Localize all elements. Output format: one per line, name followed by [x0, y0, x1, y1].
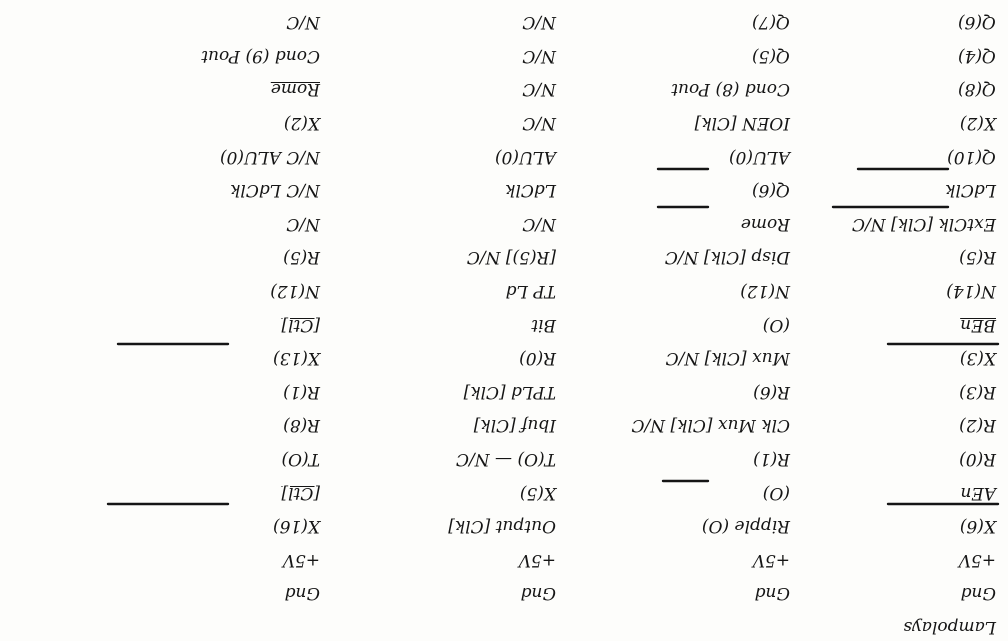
pin-row: N(14) N(12) TP Ld N(12)	[0, 280, 1008, 301]
pin-label-c2: N(12)	[740, 280, 790, 301]
pin-label-c1: Gnd	[961, 582, 996, 603]
pin-row: Gnd Gnd Gnd Gnd	[0, 582, 1008, 603]
pin-label-c1: R(5)	[959, 246, 996, 267]
pin-label-c2: R(6)	[753, 381, 790, 402]
pin-label-c3: T(O) — N/C	[456, 448, 556, 469]
pin-label-c4: R(1)	[283, 381, 320, 402]
pin-label-c2: Disp [Clk] N/C	[665, 246, 790, 267]
pin-label-c1: X(6)	[960, 515, 996, 536]
pin-row: R(3) R(6) TPLd [Clk] R(1)	[0, 381, 1008, 402]
pin-row: Q(8) Cond (8) Pout N/C Rome	[0, 78, 1008, 99]
pin-row: X(2) IOEN [Clk] N/C X(2)	[0, 112, 1008, 133]
pin-row: Q(4) Q(5) N/C Cond (9) Pout	[0, 45, 1008, 66]
pin-label-c2: Gnd	[755, 582, 790, 603]
pin-label-c3: ALU(0)	[495, 146, 556, 167]
pin-row: X(3) Mux [Clk] N/C R(0) X(13)	[0, 347, 1008, 368]
pin-label-c4: X(2)	[284, 112, 320, 133]
pin-label-c3: TPLd [Clk]	[464, 381, 556, 402]
pin-row: X(6) Ripple (O) Output [Clk] X(16)	[0, 515, 1008, 536]
pin-label-c2: ALU(0)	[729, 146, 790, 167]
pin-label-c4: Gnd	[285, 582, 320, 603]
pin-label-c1: +5V	[959, 549, 996, 570]
pin-label-c4: N(12)	[270, 280, 320, 301]
pin-label-c3: Output [Clk]	[448, 515, 556, 536]
pin-label-c2: (O)	[763, 314, 790, 335]
pin-row: R(5) Disp [Clk] N/C [R(5)] N/C R(5)	[0, 246, 1008, 267]
pin-label-c1: R(0)	[959, 448, 996, 469]
pin-label-c2: (O)	[763, 482, 790, 503]
pin-label-c3: N/C	[522, 45, 556, 66]
pin-label-c4: [Ctl]	[281, 482, 320, 503]
pin-label-c3: Ibuf [Clk]	[474, 414, 556, 435]
pin-label-c4: Cond (9) Pout	[201, 45, 320, 66]
pin-label-c2: Q(5)	[752, 45, 790, 66]
pin-label-c3: N/C	[522, 112, 556, 133]
pin-label-c2: Ripple (O)	[702, 515, 790, 536]
pin-label-c1: BEn	[960, 314, 996, 335]
pin-label-c1: Q(6)	[958, 11, 996, 32]
pin-label-c1: R(2)	[959, 414, 996, 435]
pin-label-c3: R(0)	[519, 347, 556, 368]
pin-label-c4: N/C	[286, 213, 320, 234]
pin-label-c2: Mux [Clk] N/C	[666, 347, 790, 368]
pin-label-c1: X(3)	[960, 347, 996, 368]
pin-row: Lampolays	[0, 616, 1008, 637]
pin-label-c3: [R(5)] N/C	[467, 246, 556, 267]
pin-label-c1: R(3)	[959, 381, 996, 402]
pin-label-c3: +5V	[519, 549, 556, 570]
pin-label-c1: ExtClk [Clk] N/C	[852, 213, 996, 234]
pin-label-c1: X(2)	[960, 112, 996, 133]
pin-label-c1: Lampolays	[903, 616, 996, 637]
pin-row: BEn (O) Bit [Ctl]	[0, 314, 1008, 335]
pin-label-c1: AEn	[960, 482, 996, 503]
pin-label-c4: N/C LdClk	[230, 179, 320, 200]
pin-label-c4: Rome	[271, 78, 320, 99]
pin-label-c3: Bit	[531, 314, 556, 335]
pin-label-c4: X(13)	[273, 347, 320, 368]
pin-label-c2: R(1)	[753, 448, 790, 469]
pin-label-c1: Q(8)	[958, 78, 996, 99]
pin-label-c3: TP Ld	[506, 280, 556, 301]
pin-label-c1: LdClk	[945, 179, 996, 200]
pin-label-c1: Q(4)	[958, 45, 996, 66]
pin-label-c2: Q(7)	[752, 11, 790, 32]
pin-label-c3: Gnd	[521, 582, 556, 603]
pin-label-c3: LdClk	[505, 179, 556, 200]
pin-label-c4: +5V	[283, 549, 320, 570]
pin-label-c2: Cond (8) Pout	[671, 78, 790, 99]
pin-row: Q(10) ALU(0) ALU(0) N/C ALU(0)	[0, 146, 1008, 167]
pin-label-c4: [Ctl]	[281, 314, 320, 335]
pin-row: R(0) R(1) T(O) — N/C T(O)	[0, 448, 1008, 469]
pin-row: R(2) Clk Mux [Clk] N/C Ibuf [Clk] R(8)	[0, 414, 1008, 435]
pin-label-c3: N/C	[522, 213, 556, 234]
pin-label-c2: Q(6)	[752, 179, 790, 200]
pin-row: ExtClk [Clk] N/C Rome N/C N/C	[0, 213, 1008, 234]
pin-label-c1: N(14)	[946, 280, 996, 301]
pin-label-c4: N/C	[286, 11, 320, 32]
pin-label-c2: IOEN [Clk]	[695, 112, 790, 133]
pin-label-c4: T(O)	[281, 448, 320, 469]
pin-label-c2: +5V	[753, 549, 790, 570]
pin-label-c4: N/C ALU(0)	[220, 146, 320, 167]
pin-label-c3: X(5)	[520, 482, 556, 503]
pin-label-c4: R(8)	[283, 414, 320, 435]
pin-label-c4: R(5)	[283, 246, 320, 267]
pin-label-c2: Clk Mux [Clk] N/C	[631, 414, 790, 435]
pin-label-c4: X(16)	[273, 515, 320, 536]
pin-row: AEn (O) X(5) [Ctl]	[0, 482, 1008, 503]
pin-label-c3: N/C	[522, 78, 556, 99]
pin-row: Q(6) Q(7) N/C N/C	[0, 11, 1008, 32]
pin-row: LdClk Q(6) LdClk N/C LdClk	[0, 179, 1008, 200]
pin-label-c1: Q(10)	[947, 146, 996, 167]
pin-label-c2: Rome	[741, 213, 790, 234]
pin-row: +5V +5V +5V +5V	[0, 549, 1008, 570]
pin-label-c3: N/C	[522, 11, 556, 32]
